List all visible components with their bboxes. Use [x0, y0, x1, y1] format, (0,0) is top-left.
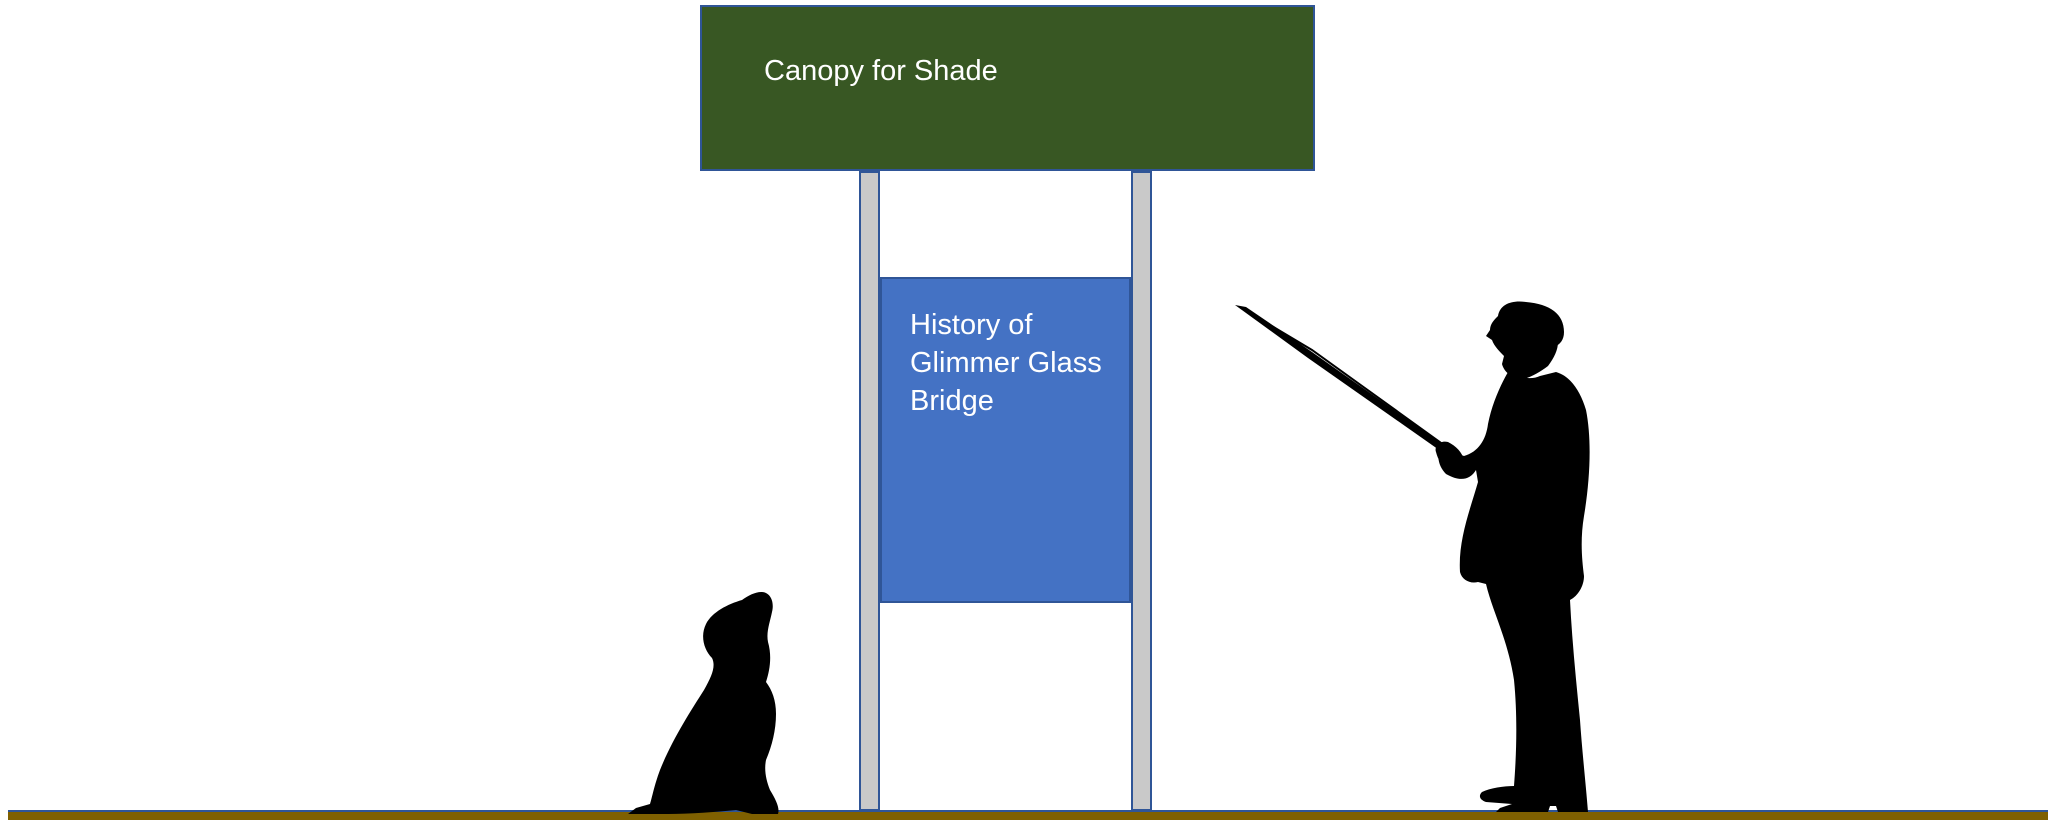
canopy-panel: Canopy for Shade [700, 5, 1315, 171]
ground-strip [8, 810, 2048, 820]
canopy-label: Canopy for Shade [764, 55, 998, 87]
history-sign-board: History of Glimmer Glass Bridge [880, 277, 1131, 603]
history-sign-label: History of Glimmer Glass Bridge [910, 309, 1102, 417]
person-with-pointer-silhouette-icon [1235, 301, 1590, 812]
dog-silhouette-icon [628, 591, 779, 814]
